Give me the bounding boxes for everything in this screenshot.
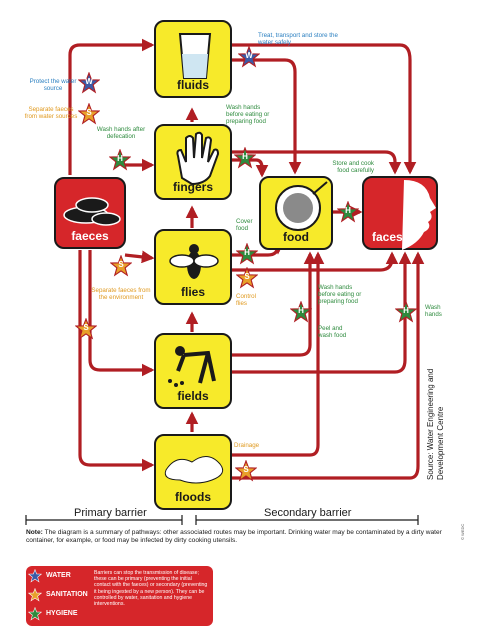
label-wash-hands-food-2: Wash hands before eating or preparing fo… bbox=[318, 284, 362, 305]
water-star-treat: W bbox=[237, 45, 261, 73]
hygiene-star-fields: H bbox=[289, 300, 313, 328]
node-label-flies: flies bbox=[180, 285, 205, 299]
node-flies: flies bbox=[154, 229, 232, 305]
hygiene-star-wash: H bbox=[394, 300, 418, 328]
node-food: food bbox=[259, 176, 333, 250]
note-lead: Note: bbox=[26, 529, 43, 536]
arrow-fields-faces bbox=[232, 251, 412, 374]
sanitation-star-source: S bbox=[77, 102, 101, 130]
node-label-floods: floods bbox=[175, 490, 211, 504]
sanitation-star-floods: S bbox=[234, 459, 258, 487]
star-letter: H bbox=[242, 152, 248, 161]
arrow-fingers-faces bbox=[232, 150, 402, 175]
arrow-fluids-food bbox=[232, 58, 302, 175]
star-letter: H bbox=[298, 306, 304, 315]
arrow-flies-faces bbox=[232, 251, 399, 272]
arrow-faeces-floods bbox=[78, 250, 155, 472]
node-label-fields: fields bbox=[177, 389, 209, 403]
bowl-icon bbox=[275, 181, 328, 231]
node-faces: faces bbox=[362, 176, 438, 250]
arrow-faeces-flies bbox=[124, 250, 155, 264]
arrow-fluids-faces bbox=[232, 43, 417, 175]
primary-barrier-line bbox=[25, 515, 183, 525]
legend: WATER SANITATION HYGIENE Barriers can st… bbox=[26, 566, 213, 626]
legend-description: Barriers can stop the transmission of di… bbox=[94, 570, 208, 608]
arrow-faeces-fields bbox=[88, 250, 155, 377]
fly-icon bbox=[169, 244, 219, 279]
label-separate-faeces-water: Separate faeces from water sources bbox=[24, 106, 78, 120]
node-fluids: fluids bbox=[154, 20, 232, 98]
hygiene-star-store: H bbox=[336, 200, 360, 228]
faeces-icon bbox=[63, 197, 121, 226]
arrows bbox=[68, 38, 425, 480]
label-control-flies: Control flies bbox=[236, 293, 256, 307]
puddle-icon bbox=[164, 456, 224, 484]
face-icon bbox=[402, 180, 436, 250]
star-letter: S bbox=[86, 108, 92, 117]
source: Source: Water Engineering and Developmen… bbox=[426, 368, 445, 480]
note-text: The diagram is a summary of pathways: ot… bbox=[26, 529, 442, 545]
legend-hygiene: HYGIENE bbox=[46, 610, 78, 617]
star-letter: S bbox=[83, 323, 89, 332]
node-fields: fields bbox=[154, 333, 232, 409]
arrow-faeces-fluids bbox=[68, 38, 155, 175]
arrow-floods-food bbox=[232, 251, 325, 457]
hygiene-star-cover: H bbox=[235, 242, 259, 270]
node-label-food: food bbox=[283, 230, 309, 244]
star-letter: H bbox=[403, 306, 409, 315]
label-treat-transport: Treat, transport and store the water saf… bbox=[258, 32, 338, 46]
label-cover-food: Cover food bbox=[236, 218, 253, 232]
secondary-barrier-label: Secondary barrier bbox=[264, 507, 352, 519]
node-label-faces: faces bbox=[372, 230, 403, 244]
star-letter: W bbox=[85, 77, 93, 86]
legend-water-star bbox=[27, 568, 43, 588]
sanitation-star-field: S bbox=[74, 317, 98, 345]
legend-sanitation: SANITATION bbox=[46, 591, 88, 598]
legend-sanitation-star bbox=[27, 587, 43, 607]
person-icon bbox=[168, 346, 216, 387]
sanitation-star-flies: S bbox=[235, 266, 259, 294]
star-letter: S bbox=[118, 260, 124, 269]
node-label-fingers: fingers bbox=[172, 180, 213, 194]
hygiene-star-fingers: H bbox=[233, 146, 257, 174]
label-wash-hands-defecation: Wash hands after defecation bbox=[96, 126, 146, 140]
star-letter: H bbox=[345, 206, 351, 215]
sanitation-star-env: S bbox=[109, 254, 133, 282]
label-store-cook: Store and cook food carefully bbox=[332, 160, 374, 174]
star-letter: S bbox=[243, 465, 249, 474]
hand-icon bbox=[176, 131, 220, 186]
arrow-floods-faces bbox=[232, 251, 425, 480]
legend-water: WATER bbox=[46, 572, 71, 579]
star-letter: S bbox=[244, 272, 250, 281]
star-letter: H bbox=[244, 248, 250, 257]
arrow-fingers-food bbox=[232, 158, 269, 178]
label-protect-water-source: Protect the water source bbox=[29, 78, 77, 92]
hygiene-star-defecation: H bbox=[108, 148, 132, 176]
node-faeces: faeces bbox=[54, 177, 126, 249]
node-label-faeces: faeces bbox=[71, 229, 109, 243]
arrow-fields-food bbox=[232, 251, 317, 357]
water-star-source: W bbox=[77, 71, 101, 99]
label-drainage: Drainage bbox=[234, 442, 260, 449]
copyright: © WEDC bbox=[460, 523, 465, 540]
legend-hygiene-star bbox=[27, 606, 43, 626]
glass-icon bbox=[178, 33, 212, 79]
node-fingers: fingers bbox=[154, 124, 232, 200]
star-letter: H bbox=[117, 154, 123, 163]
primary-barrier-label: Primary barrier bbox=[74, 507, 147, 519]
note: Note: The diagram is a summary of pathwa… bbox=[26, 529, 451, 546]
label-separate-faeces-env: Separate faeces from the environment bbox=[91, 287, 151, 301]
label-wash-hands: Wash hands bbox=[425, 304, 442, 318]
label-peel-wash: Peel and wash food bbox=[318, 325, 347, 339]
node-label-fluids: fluids bbox=[177, 78, 209, 92]
node-floods: floods bbox=[154, 434, 232, 510]
label-wash-hands-food: Wash hands before eating or preparing fo… bbox=[226, 104, 270, 125]
star-letter: W bbox=[245, 51, 253, 60]
secondary-barrier-line bbox=[195, 515, 419, 525]
